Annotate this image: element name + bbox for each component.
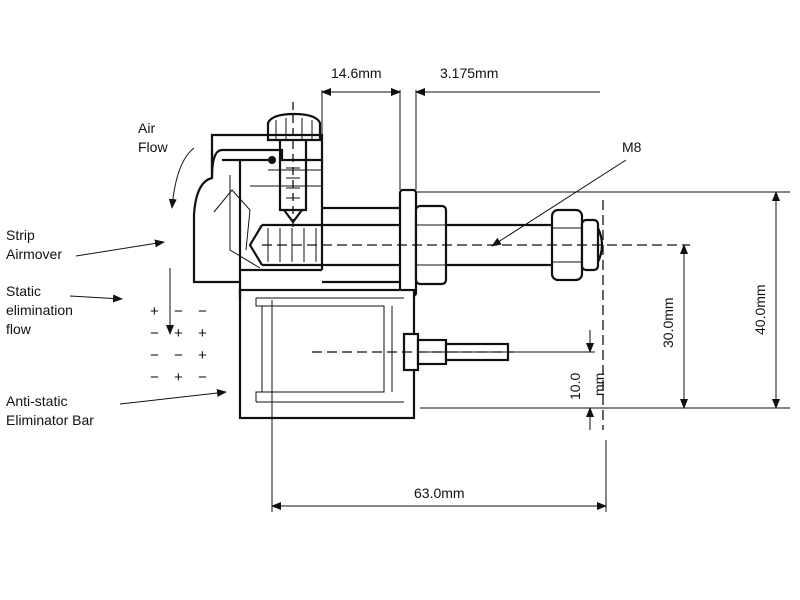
charge-signs: + − − − + + − − + − + − <box>150 303 207 386</box>
static-label-line1: Static <box>6 283 41 299</box>
sign-r2c2: + <box>174 325 183 342</box>
sign-r4c1: − <box>150 369 159 386</box>
static-flow-leader <box>69 294 123 303</box>
airmover-label-line1: Strip <box>6 227 35 243</box>
sign-r1c1: + <box>150 303 159 320</box>
dim-40mm: 40.0mm <box>752 284 768 335</box>
sign-r3c2: − <box>174 347 183 364</box>
sign-r1c3: − <box>198 303 207 320</box>
air-label-line1: Air <box>138 120 155 136</box>
bar-label-line2: Eliminator Bar <box>6 412 94 428</box>
air-flow-curve <box>168 147 195 209</box>
mounting-flange <box>398 188 448 298</box>
static-label-line2: elimination <box>6 302 73 318</box>
top-screw <box>266 102 322 230</box>
bottom-dimension-lines <box>271 300 607 512</box>
dim-30mm: 30.0mm <box>660 297 676 348</box>
airmover-label-line2: Airmover <box>6 246 62 262</box>
sign-r1c2: − <box>174 303 183 320</box>
bar-label-line1: Anti-static <box>6 393 67 409</box>
dim-3-175mm: 3.175mm <box>440 65 498 81</box>
right-dimension-lines <box>416 191 790 430</box>
sign-r2c1: − <box>150 325 159 342</box>
sign-r2c3: + <box>198 325 207 342</box>
dim-10-value: 10.0 <box>567 373 583 400</box>
strip-airmover-body <box>192 133 324 292</box>
top-dimension-lines <box>321 88 600 190</box>
dim-63mm: 63.0mm <box>414 485 465 501</box>
m8-leader <box>491 159 627 247</box>
sign-r3c1: − <box>150 347 159 364</box>
static-label-line3: flow <box>6 321 32 337</box>
dim-10-unit: mm <box>591 373 607 396</box>
sign-r4c2: + <box>174 369 183 386</box>
sign-r3c3: + <box>198 347 207 364</box>
m8-label: M8 <box>622 139 642 155</box>
anti-static-eliminator-bar <box>238 288 510 420</box>
airmover-leader <box>75 239 165 257</box>
air-label-line2: Flow <box>138 139 168 155</box>
bar-leader <box>119 389 227 405</box>
sign-r4c3: − <box>198 369 207 386</box>
dim-14-6mm: 14.6mm <box>331 65 382 81</box>
